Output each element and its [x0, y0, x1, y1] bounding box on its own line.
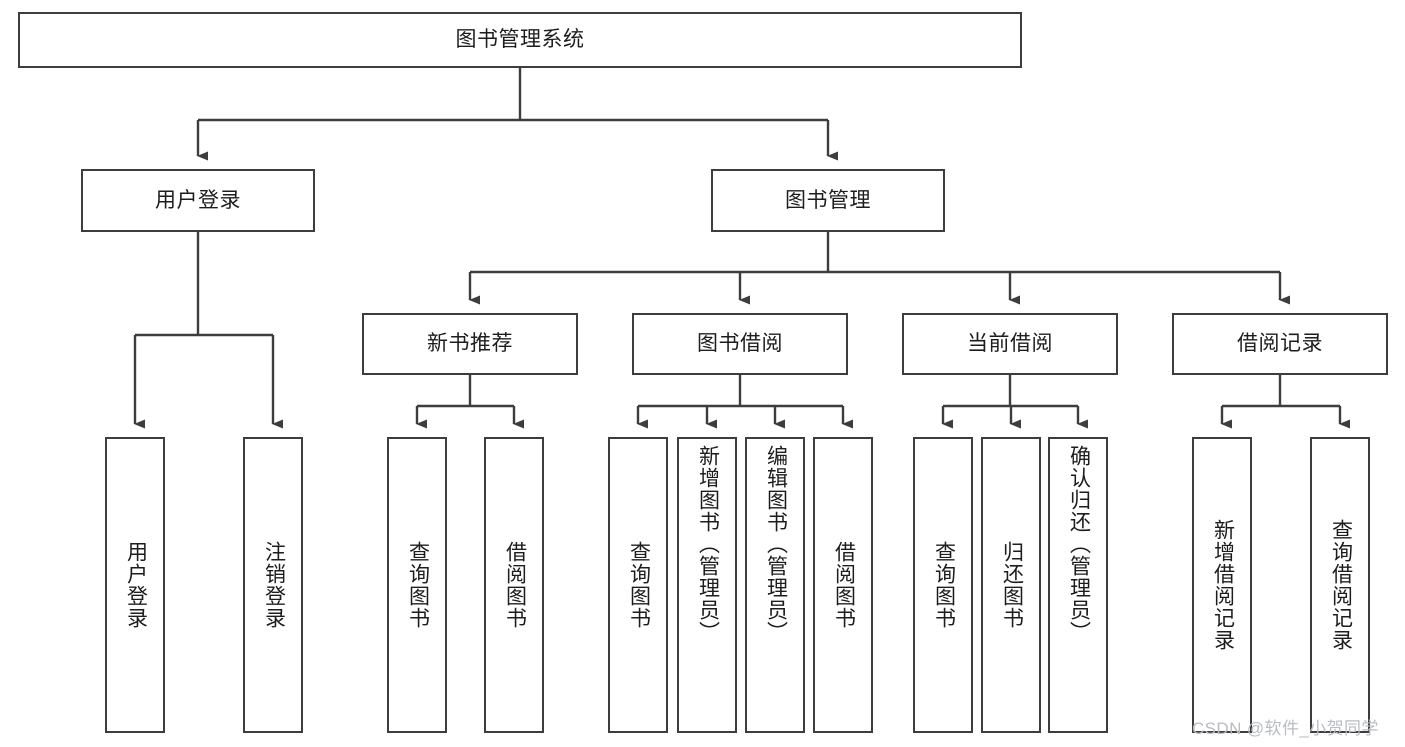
leaf-user-login-logout[interactable]: 注销登录	[243, 437, 303, 733]
node-user-login[interactable]: 用户登录	[81, 169, 315, 232]
node-label: 用户登录	[155, 188, 241, 212]
node-label: 用户登录	[124, 541, 148, 629]
node-label: 新增借阅记录	[1211, 519, 1235, 651]
leaf-new-book-borrow-books[interactable]: 借阅图书	[484, 437, 544, 733]
node-label: 注销登录	[262, 541, 286, 629]
leaf-user-login-login[interactable]: 用户登录	[105, 437, 165, 733]
node-book-management[interactable]: 图书管理	[711, 169, 945, 232]
node-borrowing-record[interactable]: 借阅记录	[1172, 313, 1388, 375]
node-label: 借阅记录	[1237, 332, 1323, 356]
node-root-book-management-system[interactable]: 图书管理系统	[18, 12, 1022, 68]
node-label: 借阅图书	[503, 541, 527, 629]
node-label: 确认归还（管理员）	[1067, 445, 1091, 643]
node-label: 图书管理	[785, 188, 871, 212]
node-label: 新增图书（管理员）	[696, 445, 720, 643]
leaf-borrow-record-add-record[interactable]: 新增借阅记录	[1192, 437, 1252, 733]
node-label: 图书管理系统	[455, 28, 585, 52]
node-label: 新书推荐	[427, 332, 513, 356]
leaf-current-borrow-return-books[interactable]: 归还图书	[981, 437, 1041, 733]
leaf-book-borrow-add-book-admin[interactable]: 新增图书（管理员）	[677, 437, 737, 733]
leaf-book-borrow-edit-book-admin[interactable]: 编辑图书（管理员）	[745, 437, 805, 733]
node-current-borrowing[interactable]: 当前借阅	[902, 313, 1118, 375]
node-label: 借阅图书	[832, 541, 856, 629]
leaf-current-borrow-query-books[interactable]: 查询图书	[913, 437, 973, 733]
leaf-book-borrow-borrow-books[interactable]: 借阅图书	[813, 437, 873, 733]
node-label: 查询图书	[406, 541, 430, 629]
node-label: 编辑图书（管理员）	[764, 445, 788, 643]
node-label: 查询借阅记录	[1329, 519, 1353, 651]
leaf-new-book-query-books[interactable]: 查询图书	[387, 437, 447, 733]
node-label: 查询图书	[932, 541, 956, 629]
node-book-borrowing[interactable]: 图书借阅	[632, 313, 848, 375]
node-label: 归还图书	[1000, 541, 1024, 629]
leaf-book-borrow-query-books[interactable]: 查询图书	[608, 437, 668, 733]
node-label: 查询图书	[627, 541, 651, 629]
node-new-book-recommendation[interactable]: 新书推荐	[362, 313, 578, 375]
node-label: 当前借阅	[967, 332, 1053, 356]
node-label: 图书借阅	[697, 332, 783, 356]
leaf-borrow-record-query-record[interactable]: 查询借阅记录	[1310, 437, 1370, 733]
leaf-current-borrow-confirm-return-admin[interactable]: 确认归还（管理员）	[1048, 437, 1108, 733]
